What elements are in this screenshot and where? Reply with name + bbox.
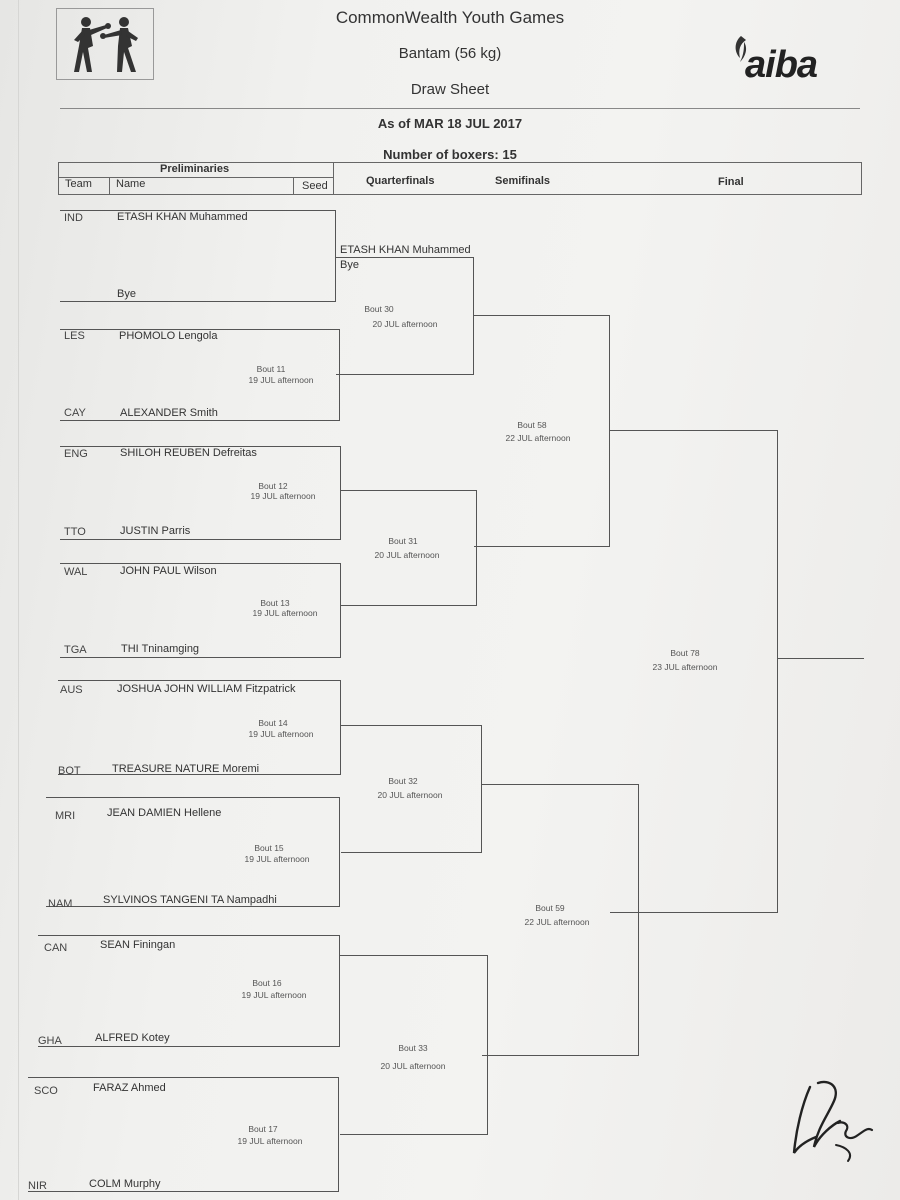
header-semifinals: Semifinals [495,175,551,187]
bout-13-bracket [60,563,341,658]
boxer-name: TREASURE NATURE Moremi [112,763,260,775]
bout-time: 19 JUL afternoon [241,990,307,1000]
bout-label: Bout 16 [252,978,282,988]
final-winner-line [778,658,864,659]
boxer-name: SYLVINOS TANGENI TA Nampadhi [103,894,277,906]
boxer-count: Number of boxers: 15 [383,147,517,162]
bout-label: Bout 14 [258,718,288,728]
prelim-bracket-ind-bye [60,210,336,302]
event-title: CommonWealth Youth Games [335,8,565,27]
bout-11-bracket [60,329,340,421]
aiba-logo-text: aiba [745,44,818,86]
bout-time: 19 JUL afternoon [250,491,316,501]
boxer-name: PHOMOLO Lengola [119,330,218,342]
header-preliminaries: Preliminaries [160,163,230,175]
bout-time: 20 JUL afternoon [372,319,438,329]
qf-advanced-bye: Bye [340,259,359,271]
bout-33-bracket [340,955,488,1135]
boxer-team: WAL [64,566,88,578]
boxer-name: COLM Murphy [89,1178,161,1190]
bout-label: Bout 32 [388,776,418,786]
header-divider [60,108,860,109]
bout-12-bracket [60,446,341,540]
bout-label: Bout 33 [398,1043,428,1053]
bout-label: Bout 13 [260,598,290,608]
boxer-team: CAN [44,942,68,954]
bout-16-bracket [38,935,340,1047]
bout-time: 19 JUL afternoon [252,608,318,618]
bout-label: Bout 78 [670,648,700,658]
header-quarterfinals: Quarterfinals [366,175,435,187]
bout-32-bracket [341,725,482,853]
signature-icon [792,1080,874,1162]
boxer-name: THI Tninamging [121,643,200,655]
bout-15-bracket [46,797,340,907]
bout-label: Bout 12 [258,481,288,491]
header-final: Final [718,176,744,188]
boxer-team: TTO [64,526,86,538]
bout-time: 19 JUL afternoon [248,375,314,385]
boxer-team: ENG [64,448,88,460]
bout-label: Bout 59 [535,903,565,913]
column-header-box [58,162,862,195]
boxer-name: JEAN DAMIEN Hellene [107,807,222,819]
bout-time: 23 JUL afternoon [652,662,718,672]
boxer-name: SHILOH REUBEN Defreitas [120,447,257,459]
boxer-team: TGA [64,644,87,656]
bout-label: Bout 15 [254,843,284,853]
boxer-team: GHA [38,1035,62,1047]
bout-time: 19 JUL afternoon [244,854,310,864]
bout-time: 20 JUL afternoon [374,550,440,560]
boxer-name: ALFRED Kotey [95,1032,170,1044]
boxer-name: ETASH KHAN Muhammed [117,211,248,223]
bout-label: Bout 30 [364,304,394,314]
bout-time: 20 JUL afternoon [377,790,443,800]
paper-edge [18,0,19,1200]
boxer-name: JOHN PAUL Wilson [120,565,217,577]
as-of-date: As of MAR 18 JUL 2017 [377,116,523,131]
sheet-title: Draw Sheet [410,81,490,98]
bout-17-bracket [28,1077,339,1192]
bout-31-bracket [341,490,477,606]
bout-time: 22 JUL afternoon [524,917,590,927]
bout-label: Bout 58 [517,420,547,430]
bout-label: Bout 31 [388,536,418,546]
boxer-name: Bye [117,288,136,300]
bout-30-bracket [336,257,474,375]
bout-time: 19 JUL afternoon [248,729,314,739]
weight-category: Bantam (56 kg) [398,45,502,62]
boxer-team: NAM [48,898,73,910]
bout-59-bracket [482,784,639,1056]
boxer-team: CAY [64,407,86,419]
boxer-name: JUSTIN Parris [120,525,191,537]
boxer-team: IND [64,212,83,224]
header-name: Name [116,178,146,190]
boxer-name: JOSHUA JOHN WILLIAM Fitzpatrick [117,683,296,695]
bout-14-bracket [58,680,341,775]
header-team: Team [65,178,92,190]
bout-label: Bout 11 [256,364,286,374]
bout-58-bracket [474,315,610,547]
qf-advanced-name: ETASH KHAN Muhammed [340,244,471,256]
bout-time: 19 JUL afternoon [237,1136,303,1146]
bout-78-bracket [610,430,778,913]
boxer-team: BOT [58,765,81,777]
boxer-team: LES [64,330,85,342]
header-seed: Seed [302,180,328,192]
boxer-team: NIR [28,1180,47,1192]
bout-time: 20 JUL afternoon [380,1061,446,1071]
boxer-team: MRI [55,810,76,822]
boxers-pictogram-icon [56,8,154,80]
bout-label: Bout 17 [248,1124,278,1134]
boxer-team: AUS [60,684,83,696]
boxer-name: SEAN Finingan [100,939,176,951]
bout-time: 22 JUL afternoon [505,433,571,443]
boxer-name: ALEXANDER Smith [120,407,218,419]
boxer-team: SCO [34,1085,58,1097]
aiba-logo-icon [735,36,747,62]
boxer-name: FARAZ Ahmed [93,1082,166,1094]
